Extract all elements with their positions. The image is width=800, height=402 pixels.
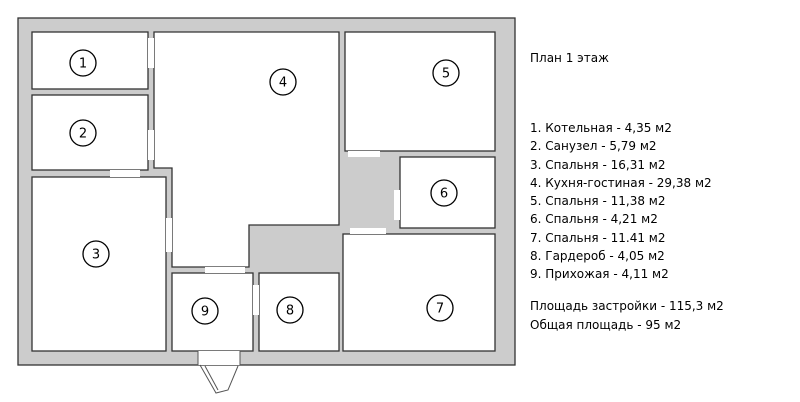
room-list-item: 5. Спальня - 11,38 м2 [530, 194, 666, 209]
room-list-item: 6. Спальня - 4,21 м2 [530, 212, 658, 227]
room-number: 9 [201, 305, 209, 320]
floor-plan: 1 2 3 4 5 6 7 8 9 [17, 17, 516, 394]
door-room-1 [148, 38, 154, 68]
room-marker-circle [432, 59, 460, 87]
area-totals: Площадь застройки - 115,3 м2 Общая площа… [530, 297, 724, 335]
built-area-text: Площадь застройки - 115,3 м2 [530, 299, 724, 313]
room-list-item: 3. Спальня - 16,31 м2 [530, 157, 666, 172]
room-number: 6 [440, 187, 448, 202]
door-room-7 [350, 228, 386, 234]
entrance-opening [198, 351, 240, 365]
room-number: 7 [436, 302, 444, 317]
room-marker-circle [426, 294, 454, 322]
room-marker-5: 5 [432, 59, 460, 87]
room-list-item: 8. Гардероб - 4,05 м2 [530, 249, 665, 264]
room-marker-circle [276, 296, 304, 324]
entrance-door [197, 351, 241, 394]
room-marker-circle [82, 240, 110, 268]
total-area-text: Общая площадь - 95 м2 [530, 318, 682, 332]
door-room-8 [253, 285, 259, 315]
door-room-3-top [110, 170, 140, 177]
door-room-6 [394, 190, 400, 220]
door-room-9 [205, 267, 245, 273]
room-marker-3: 3 [82, 240, 110, 268]
room-list-item: 1. Котельная - 4,35 м2 [530, 121, 672, 135]
room-number: 4 [279, 76, 287, 91]
room-number: 8 [286, 304, 294, 319]
room-marker-6: 6 [430, 179, 458, 207]
room-marker-circle [430, 179, 458, 207]
room-marker-circle [269, 68, 297, 96]
room-number: 3 [92, 248, 100, 263]
room-marker-circle [191, 297, 219, 325]
room-number: 1 [79, 57, 87, 72]
room-list-item: 7. Спальня - 11.41 м2 [530, 230, 666, 245]
room-marker-7: 7 [426, 294, 454, 322]
room-number: 5 [442, 67, 450, 82]
room-marker-9: 9 [191, 297, 219, 325]
room-7-bedroom [342, 233, 496, 352]
room-list-item: 4. Кухня-гостиная - 29,38 м2 [530, 175, 712, 190]
plan-title: План 1 этаж [530, 51, 609, 65]
room-marker-circle [69, 49, 97, 77]
room-marker-4: 4 [269, 68, 297, 96]
room-marker-1: 1 [69, 49, 97, 77]
room-marker-8: 8 [276, 296, 304, 324]
room-marker-2: 2 [69, 119, 97, 147]
room-markers: 1 2 3 4 5 6 7 8 9 [69, 49, 460, 325]
door-room-2 [148, 130, 154, 160]
room-list-item: 2. Санузел - 5,79 м2 [530, 139, 657, 154]
room-5-bedroom [344, 31, 496, 152]
room-list-item: 9. Прихожая - 4,11 м2 [530, 267, 669, 282]
door-openings [110, 38, 400, 365]
room-number: 2 [79, 127, 87, 142]
room-marker-circle [69, 119, 97, 147]
door-room-3-side [166, 218, 172, 252]
room-list: 1. Котельная - 4,35 м2 2. Санузел - 5,79… [530, 119, 712, 284]
door-room-5 [348, 151, 380, 157]
